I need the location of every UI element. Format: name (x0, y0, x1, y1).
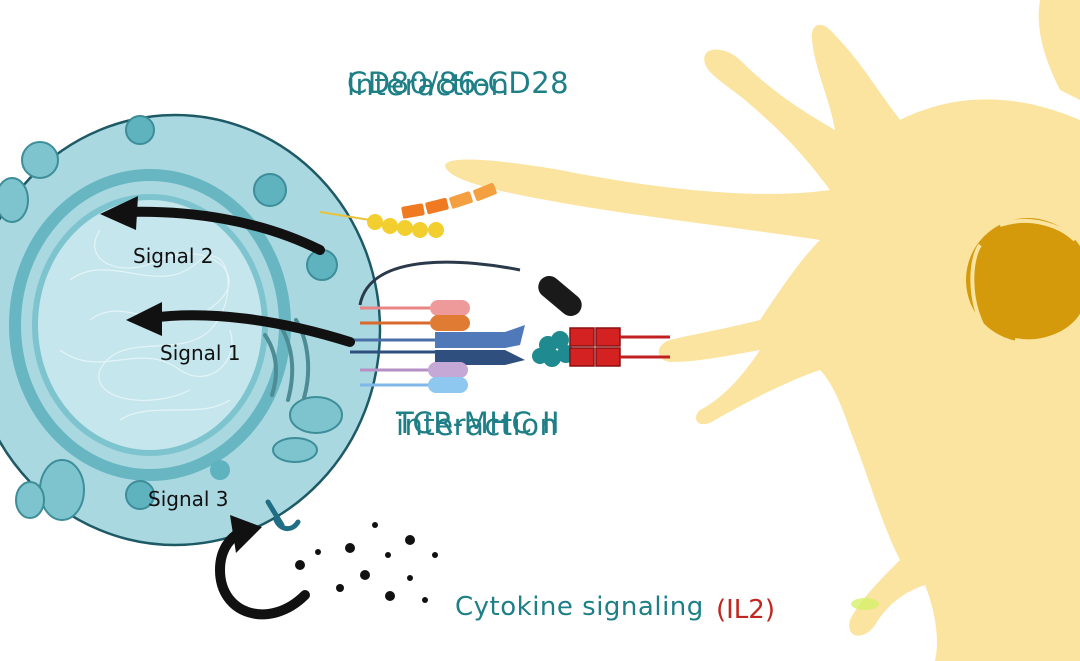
dendritic-cell (445, 0, 1080, 661)
cytokine-particles (295, 522, 438, 603)
antigen-peptide (532, 331, 575, 367)
signal-1-label: Signal 1 (160, 341, 241, 365)
cytokine-label: Cytokine signaling (455, 592, 704, 622)
signal-2-label: Signal 2 (133, 244, 214, 268)
mhc-ii (569, 327, 670, 367)
tcr-line1: TCR-MHC II (396, 406, 561, 440)
costim-line2: interaction (347, 68, 510, 102)
glow-spot (851, 598, 879, 610)
t-cell (0, 113, 382, 547)
tcr-complex (350, 260, 670, 393)
cd28-cd80-86 (319, 182, 497, 238)
signal-arrows (100, 196, 355, 620)
costim-line1: CD80/86-CD28 (347, 66, 570, 100)
il2-label: (IL2) (716, 595, 775, 625)
signal-3-label: Signal 3 (148, 487, 229, 511)
il2-receptor (265, 499, 301, 531)
tcr-line2: interaction (396, 408, 559, 442)
dc-nucleus (966, 218, 1080, 342)
